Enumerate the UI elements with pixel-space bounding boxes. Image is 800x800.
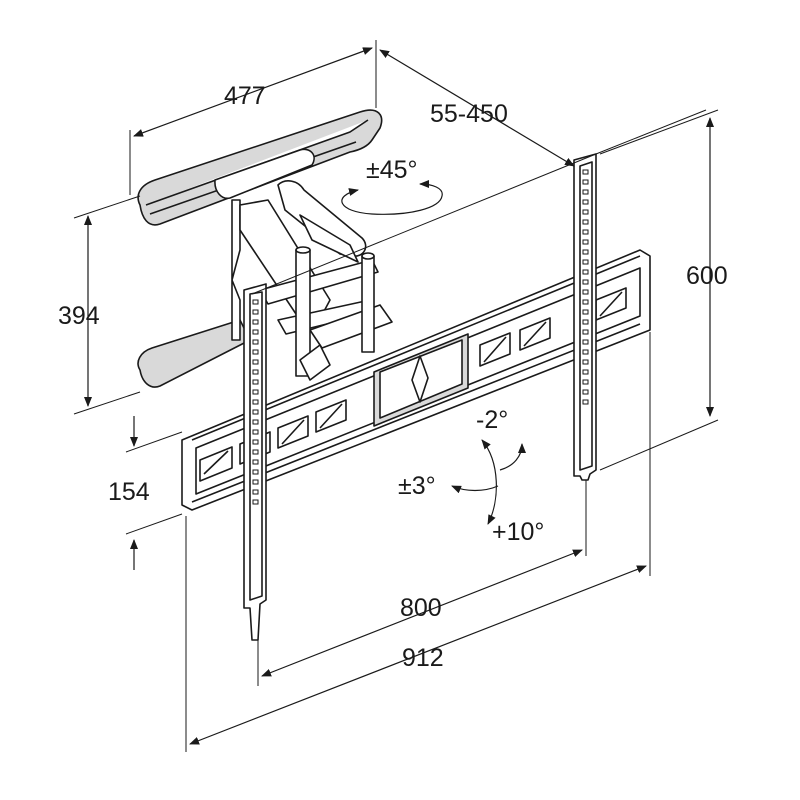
dim-label-800: 800 (400, 594, 442, 622)
mount-hole (252, 469, 259, 475)
mount-hole (582, 169, 589, 175)
dim-arm-width: 477 (129, 40, 377, 195)
mount-hole (582, 299, 589, 305)
mount-hole (252, 319, 259, 325)
mount-hole (582, 389, 589, 395)
dim-offset: 154 (108, 416, 183, 570)
mount-hole (582, 339, 589, 345)
mount-hole (252, 449, 259, 455)
mount-hole (252, 489, 259, 495)
tilt-indicator: -2° +10° ±3° (398, 406, 544, 546)
mount-hole (582, 329, 589, 335)
mount-hole (252, 479, 259, 485)
dim-label-912: 912 (402, 644, 444, 672)
swivel-indicator: ±45° (341, 156, 443, 215)
dim-label-477: 477 (224, 82, 266, 110)
mount-hole (582, 379, 589, 385)
mount-hole (252, 439, 259, 445)
mount-hole (252, 309, 259, 315)
tv-rail (181, 249, 651, 511)
dim-arm-height: 394 (58, 195, 141, 415)
mount-hole (582, 189, 589, 195)
mount-hole (582, 369, 589, 375)
mount-hole (252, 419, 259, 425)
dim-extension: 55-450 (379, 49, 575, 167)
dim-label-600: 600 (686, 262, 728, 290)
level-label: ±3° (398, 472, 436, 500)
wall-plate (137, 109, 383, 388)
mount-hole (582, 219, 589, 225)
dim-label-394: 394 (58, 302, 100, 330)
mount-hole (252, 399, 259, 405)
rail-slots-right (479, 287, 627, 367)
mount-hole (582, 229, 589, 235)
tilt-down-label: +10° (492, 518, 544, 546)
mount-hole (582, 319, 589, 325)
mount-hole (582, 399, 589, 405)
mount-hole (252, 379, 259, 385)
dim-label-154: 154 (108, 478, 150, 506)
mount-hole (252, 389, 259, 395)
mount-hole (252, 359, 259, 365)
mount-hole (252, 459, 259, 465)
mount-hole (582, 209, 589, 215)
mount-holes (252, 169, 589, 505)
tilt-up-label: -2° (476, 406, 508, 434)
mount-hole (582, 199, 589, 205)
mount-hole (582, 359, 589, 365)
mount-hole (582, 179, 589, 185)
mount-hole (582, 289, 589, 295)
mount-hole (582, 259, 589, 265)
dim-overall-width: 912 (185, 332, 651, 752)
mount-hole (582, 309, 589, 315)
mount-hole (252, 429, 259, 435)
dim-label-55-450: 55-450 (430, 100, 508, 128)
mount-hole (252, 409, 259, 415)
mount-hole (252, 299, 259, 305)
mount-hole (582, 279, 589, 285)
swivel-label: ±45° (366, 156, 418, 184)
mount-hole (252, 329, 259, 335)
mount-hole (252, 339, 259, 345)
dim-plate-height: 600 (599, 109, 728, 471)
mount-hole (582, 249, 589, 255)
mount-hole (252, 349, 259, 355)
mount-hole (252, 369, 259, 375)
swing-arms (231, 180, 393, 381)
mount-hole (582, 269, 589, 275)
mount-hole (252, 499, 259, 505)
mount-hole (582, 349, 589, 355)
mount-hole (582, 239, 589, 245)
lock-knob-icon (411, 355, 429, 403)
